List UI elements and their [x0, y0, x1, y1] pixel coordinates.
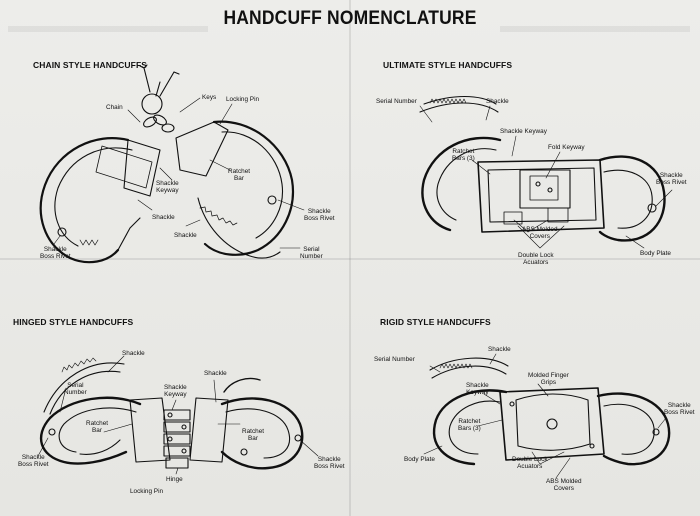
- label-shackle-boss-rivet-left: Shackle Boss Rivet: [40, 246, 71, 261]
- label-abs-molded-covers-rigid: ABS Molded Covers: [546, 478, 582, 493]
- section-heading-hinged: HINGED STYLE HANDCUFFS: [13, 317, 134, 327]
- label-serial-number-hinged: Serial Number: [64, 382, 87, 397]
- page-title: HANDCUFF NOMENCLATURE: [223, 8, 477, 29]
- section-heading-rigid: RIGID STYLE HANDCUFFS: [380, 317, 491, 327]
- bleed-through-block-right: [500, 6, 690, 32]
- label-serial-number-rigid: Serial Number: [374, 356, 415, 363]
- label-fold-keyway: Fold Keyway: [548, 144, 585, 151]
- fold-line-horizontal: [0, 258, 700, 260]
- label-serial-number-chain: Serial Number: [300, 246, 323, 261]
- label-shackle-right-hinged: Shackle: [204, 370, 227, 377]
- section-heading-ultimate: ULTIMATE STYLE HANDCUFFS: [383, 60, 513, 70]
- label-body-plate-rigid: Body Plate: [404, 456, 435, 463]
- label-ratchet-bars-ultimate: Ratchet Bars (3): [452, 148, 475, 163]
- label-abs-molded-covers-ultimate: ABS Molded Covers: [522, 226, 558, 241]
- label-shackle-boss-rivet-ultimate: Shackle Boss Rivet: [656, 172, 687, 187]
- label-ratchet-bar-left-hinged: Ratchet Bar: [86, 420, 109, 435]
- chain-style-handcuff-drawing: [39, 64, 305, 264]
- label-shackle-keyway-rigid: Shackle Keyway: [466, 382, 489, 397]
- label-shackle-top-hinged: Shackle: [122, 350, 145, 357]
- label-shackle-left: Shackle: [152, 214, 175, 221]
- label-shackle-rigid: Shackle: [488, 346, 511, 353]
- label-ratchet-bars-rigid: Ratchet Bars (3): [458, 418, 481, 433]
- label-shackle-boss-rivet-left-hinged: Shackle Boss Rivet: [18, 454, 49, 469]
- label-shackle-keyway-hinged: Shackle Keyway: [164, 384, 187, 399]
- label-shackle-boss-rivet-rigid: Shackle Boss Rivet: [664, 402, 695, 417]
- bleed-through-block-left: [8, 6, 208, 32]
- label-shackle-keyway: Shackle Keyway: [156, 180, 179, 195]
- section-heading-chain: CHAIN STYLE HANDCUFFS: [33, 60, 148, 70]
- fold-line-vertical: [349, 0, 351, 516]
- label-hinge: Hinge: [166, 476, 183, 483]
- label-double-lock-acuators-rigid: Double Lock Acuators: [512, 456, 548, 471]
- label-molded-finger-grips: Molded Finger Grips: [528, 372, 569, 387]
- label-ratchet-bar-right-hinged: Ratchet Bar: [242, 428, 265, 443]
- label-locking-pin-hinged: Locking Pin: [130, 488, 164, 495]
- label-locking-pin: Locking Pin: [226, 96, 260, 103]
- rigid-style-handcuff-drawing: [423, 353, 671, 479]
- label-shackle-ultimate: Shackle: [486, 98, 509, 105]
- label-double-lock-acuators-ultimate: Double Lock Acuators: [518, 252, 554, 267]
- label-shackle-boss-rivet-right-hinged: Shackle Boss Rivet: [314, 456, 345, 471]
- label-shackle-boss-rivet-right: Shackle Boss Rivet: [304, 208, 335, 223]
- hinged-style-handcuff-drawing: [37, 355, 319, 475]
- ultimate-style-handcuff-drawing: [419, 96, 673, 249]
- label-shackle-right: Shackle: [174, 232, 197, 239]
- label-keys: Keys: [202, 94, 217, 101]
- label-shackle-keyway-ultimate: Shackle Keyway: [500, 128, 547, 135]
- label-ratchet-bar: Ratchet Bar: [228, 168, 251, 183]
- label-serial-number-ultimate: Serial Number: [376, 98, 417, 105]
- label-chain: Chain: [106, 104, 123, 111]
- label-body-plate-ultimate: Body Plate: [640, 250, 671, 257]
